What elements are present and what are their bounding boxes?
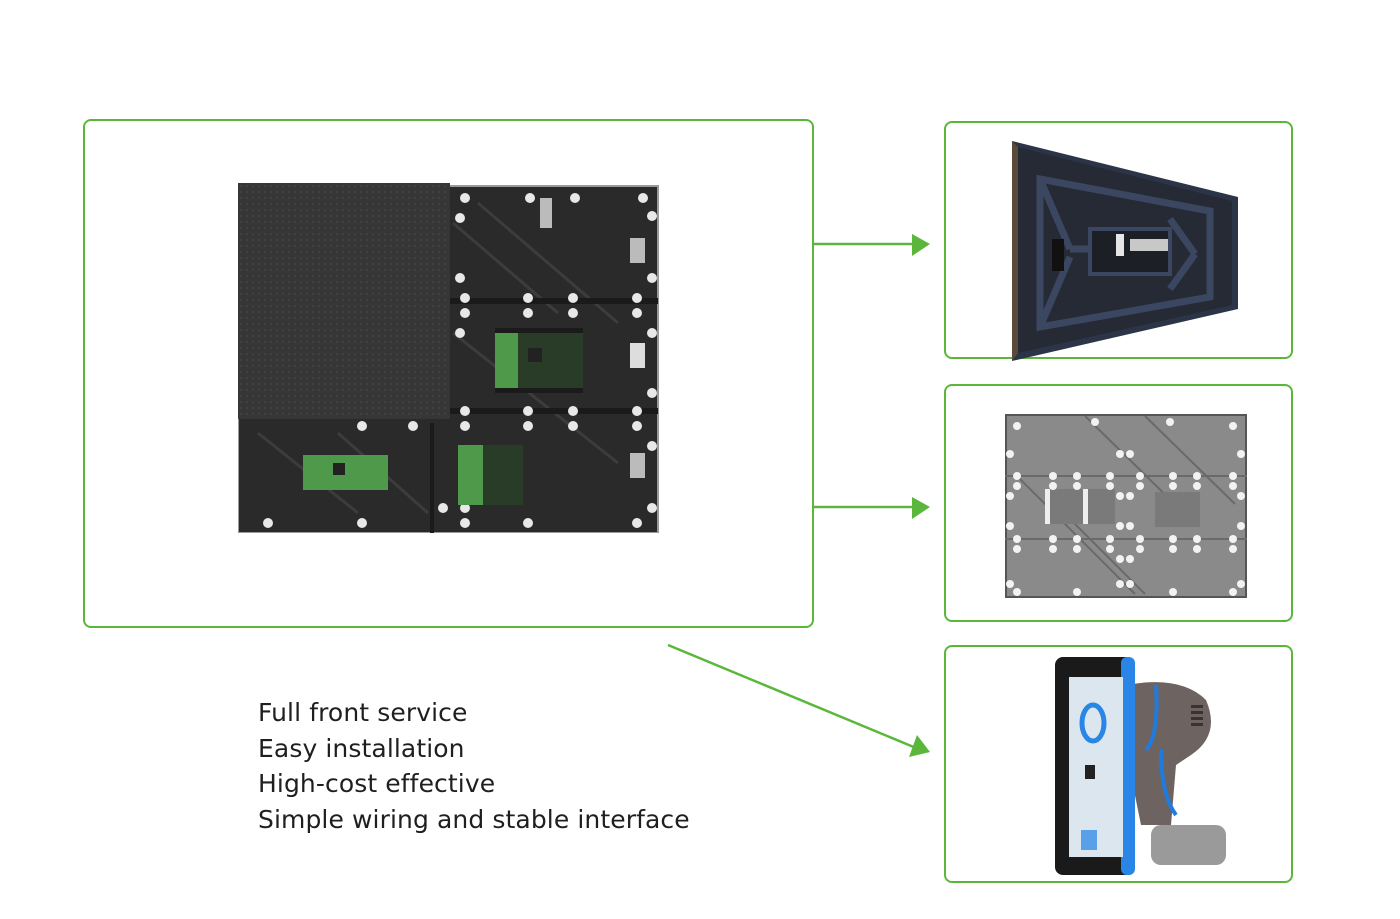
arrow-right-icon: [814, 234, 930, 256]
arrow-diagonal-icon: [667, 643, 930, 757]
feature-item: Easy installation: [258, 733, 465, 763]
arrow-right-icon: [814, 497, 930, 519]
feature-item: Full front service: [258, 698, 468, 727]
detail-panel-cabinet-rear: [944, 384, 1293, 622]
main-panel-frame: [83, 119, 814, 628]
cabinet-rear-image: [1005, 414, 1247, 598]
feature-list: Full front service Easy installation Hig…: [258, 695, 690, 837]
feature-item: Simple wiring and stable interface: [258, 804, 690, 834]
feature-item: High-cost effective: [258, 769, 496, 798]
vacuum-tool-image: [1055, 657, 1226, 875]
led-module-image: [1012, 141, 1238, 361]
led-cabinet-image: [238, 183, 659, 533]
detail-panel-led-module: [944, 121, 1293, 361]
detail-panel-vacuum-tool: [944, 645, 1293, 883]
